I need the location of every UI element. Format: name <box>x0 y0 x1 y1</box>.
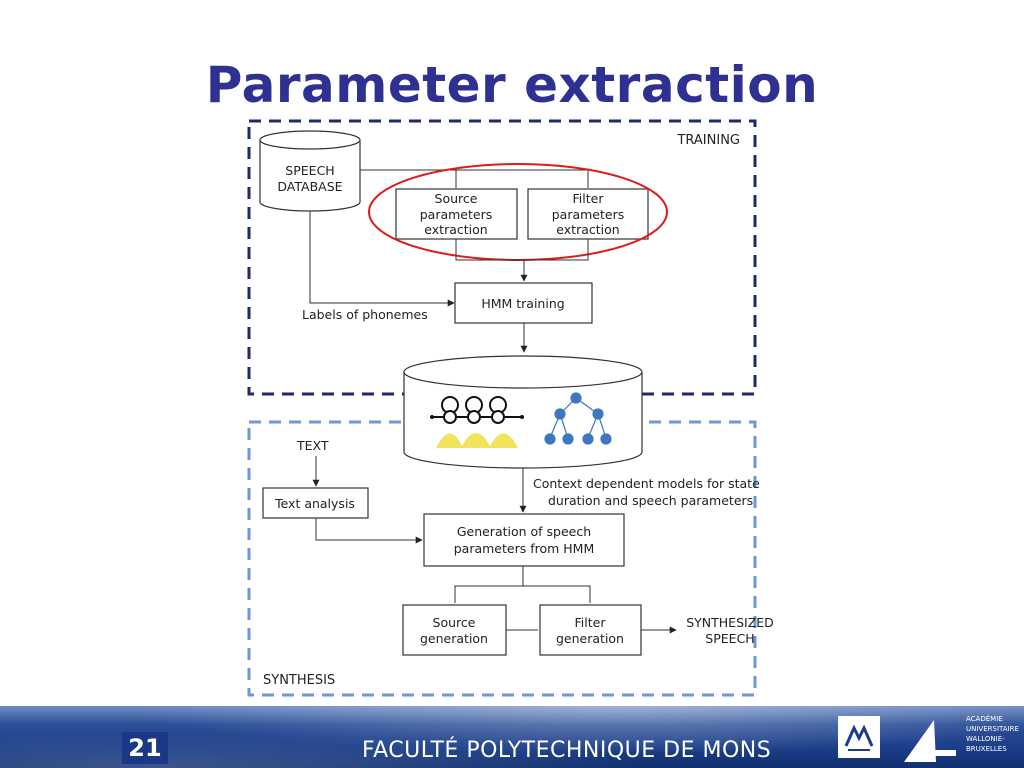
source-generation-line2: generation <box>420 631 488 646</box>
filter-parameters-extraction-box: Filter parameters extraction <box>527 188 649 240</box>
source-params-line3: extraction <box>424 222 487 237</box>
context-models-line1: Context dependent models for state <box>533 476 760 491</box>
source-params-line2: parameters <box>420 207 493 222</box>
context-models-cylinder <box>403 355 643 469</box>
source-parameters-extraction-box: Source parameters extraction <box>395 188 518 240</box>
filter-generation-box: Filter generation <box>539 604 642 656</box>
generation-box: Generation of speech parameters from HMM <box>423 513 625 567</box>
academy-name: ACADÉMIE UNIVERSITAIRE WALLONIE- BRUXELL… <box>966 714 1019 754</box>
academy-line-2: UNIVERSITAIRE <box>966 725 1019 733</box>
slide-title: Parameter extraction <box>205 56 819 114</box>
text-analysis-box: Text analysis <box>262 487 369 519</box>
speech-database-line2: DATABASE <box>277 179 342 194</box>
labels-of-phonemes: Labels of phonemes <box>302 307 428 322</box>
synthesis-region <box>247 420 757 697</box>
speech-database-line1: SPEECH <box>285 163 334 178</box>
source-params-line1: Source <box>435 191 478 206</box>
training-label: TRAINING <box>676 133 740 148</box>
synthesized-speech-line1: SYNTHESIZED <box>686 615 774 630</box>
context-models-line2: duration and speech parameters <box>548 493 753 508</box>
filter-generation-line1: Filter <box>575 615 607 630</box>
filter-params-line2: parameters <box>552 207 625 222</box>
hmm-training-label: HMM training <box>481 296 564 311</box>
decision-tree-icon <box>544 392 612 445</box>
source-generation-line1: Source <box>433 615 476 630</box>
hmm-states-icon <box>430 396 524 448</box>
academy-line-4: BRUXELLES <box>966 745 1007 753</box>
filter-generation-line2: generation <box>556 631 624 646</box>
tts-diagram: TRAINING SYNTHESIS SPEECH DATABASE Sourc… <box>247 119 774 697</box>
speech-database: SPEECH DATABASE <box>259 130 361 212</box>
filter-params-line3: extraction <box>556 222 619 237</box>
text-input-label: TEXT <box>296 438 329 453</box>
hmm-training-box: HMM training <box>454 282 593 324</box>
source-generation-box: Source generation <box>402 604 507 656</box>
faculty-name: FACULTÉ POLYTECHNIQUE DE MONS <box>362 738 772 763</box>
synthesized-speech-line2: SPEECH <box>705 631 754 646</box>
academy-logo-icon <box>900 716 960 764</box>
generation-line2: parameters from HMM <box>454 541 595 556</box>
filter-params-line1: Filter <box>573 191 605 206</box>
slide-number: 21 <box>122 732 168 764</box>
faculty-logo-icon <box>838 716 880 758</box>
text-analysis-label: Text analysis <box>274 496 355 511</box>
academy-line-3: WALLONIE- <box>966 735 1005 743</box>
academy-line-1: ACADÉMIE <box>966 715 1003 723</box>
generation-line1: Generation of speech <box>457 524 591 539</box>
synthesis-label: SYNTHESIS <box>263 673 335 688</box>
